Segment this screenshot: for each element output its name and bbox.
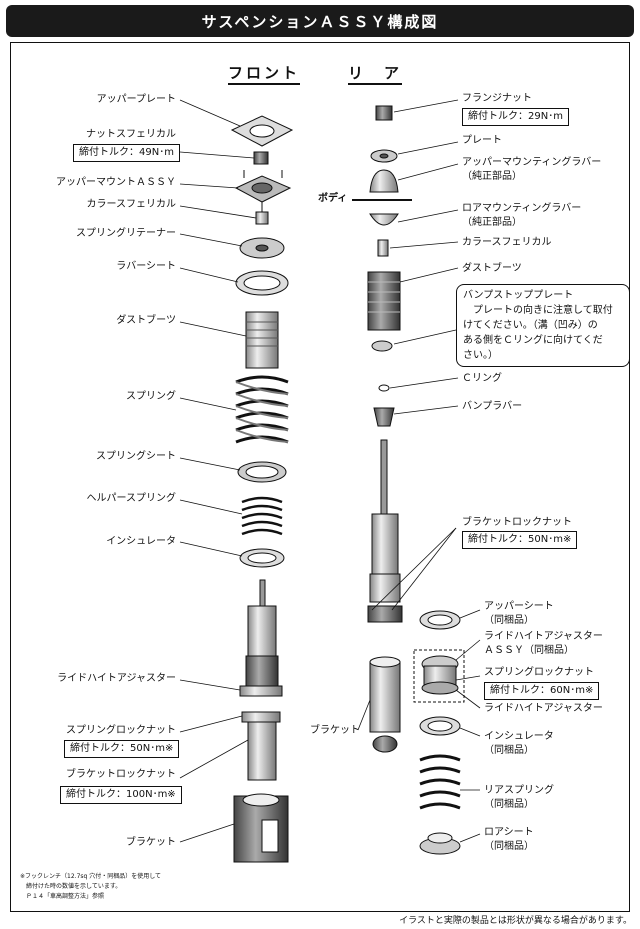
label-insulator-rear: インシュレータ [484,731,554,742]
torque-flange-nut: 締付トルク：29N･m [462,108,569,126]
label-spring-lock-nut-rear: スプリングロックナット [484,667,594,678]
label-insulator-front: インシュレータ [106,536,176,547]
rear-insulator [419,716,461,736]
label-c-ring: Ｃリング [462,373,502,384]
front-dust-boot [245,311,279,369]
front-insulator [239,548,285,568]
rear-lower-seat [419,832,461,855]
bump-stop-plate-note: バンプストッププレート プレートの向きに注意して取付 けてください。（溝（凹み）… [456,284,630,367]
bump-stop-plate-title: バンプストッププレート [463,290,574,301]
footnote-line-1: ※フックレンチ（12.7sq 穴付・同梱品）を使用して [20,873,162,880]
front-upper-mount [234,170,292,212]
rear-bump-rubber [373,407,395,427]
label-bracket-lock-nut-front: ブラケットロックナット [66,769,176,780]
leader-lines [179,99,481,843]
label-collar-spherical-front: カラースフェリカル [86,199,177,210]
label-upper-plate: アッパープレート [96,94,176,105]
torque-spring-lock-front: 締付トルク：50N･m※ [64,740,180,758]
label-bracket-lock-nut-rear: ブラケットロックナット [462,517,572,528]
torque-bracket-lock-rear: 締付トルク：50N･m※ [462,531,578,549]
label-lower-seat-sub: （同梱品） [484,841,534,852]
front-rubber-seat [235,270,289,296]
rear-spring [419,754,461,810]
bump-stop-note-line-2: けてください。（溝（凹み）の [463,320,598,331]
front-shock-body [239,579,283,781]
rear-collar-spherical [377,239,389,257]
rear-dust-boot [367,271,401,331]
label-bump-rubber: バンプラバー [462,401,523,412]
label-insulator-rear-sub: （同梱品） [484,745,534,756]
label-bracket-front: ブラケット [126,837,176,848]
rear-upper-seat [419,610,461,630]
rear-rha-assy [421,655,459,695]
label-ride-height-adjuster-rear: ライドハイトアジャスター [484,703,603,714]
label-upper-seat: アッパーシート [484,601,554,612]
torque-spring-lock-rear: 締付トルク：60N･m※ [484,682,600,700]
rear-upper-mounting-rubber [369,169,399,193]
diagram-frame [10,42,630,912]
label-rha-assy: ライドハイトアジャスター [484,631,603,642]
label-rubber-seat: ラバーシート [116,261,176,272]
bump-stop-note-line-1: プレートの向きに注意して取付 [473,305,613,316]
disclaimer: イラストと実際の製品とは形状が異なる場合があります。 [399,916,632,926]
label-ride-height-adjuster-front: ライドハイトアジャスター [57,673,176,684]
torque-nut-spherical: 締付トルク：49N･m [73,144,180,162]
label-rear-spring-sub: （同梱品） [484,799,534,810]
front-upper-plate [230,115,294,147]
footnote-line-3: Ｐ１４「車高調整方法」参照 [20,893,105,900]
label-rha-assy-sub: ＡＳＳＹ（同梱品） [484,645,574,656]
front-nut-spherical [253,151,269,165]
front-spring [235,375,289,444]
rear-flange-nut [375,105,393,121]
label-upper-mounting-rubber: アッパーマウンティングラバー [462,157,602,168]
front-collar-spherical [255,211,269,225]
label-dust-boot-front: ダストブーツ [116,315,176,326]
footnote: ※フックレンチ（12.7sq 穴付・同梱品）を使用して 締付けた時の数値を示して… [20,872,161,902]
label-plate: プレート [462,135,502,146]
label-upper-seat-sub: （同梱品） [484,615,534,626]
page-title: サスペンションＡＳＳＹ構成図 [6,5,634,37]
label-upper-mount-assy: アッパーマウントＡＳＳＹ [56,177,176,188]
rear-bump-stop-plate [371,340,393,352]
label-collar-spherical-rear: カラースフェリカル [462,237,552,248]
label-bracket-rear: ブラケット [310,725,360,736]
front-spring-retainer [239,237,285,259]
label-upper-mounting-rubber-sub: （純正部品） [462,171,522,182]
bump-stop-note-line-3: ある側をＣリングに向けてくだ [463,335,603,346]
label-rear-spring: リアスプリング [484,785,554,796]
torque-bracket-lock-front: 締付トルク：100N･m※ [60,786,182,804]
label-spring-front: スプリング [126,391,176,402]
front-helper-spring [241,496,283,536]
label-spring-retainer: スプリングリテーナー [76,228,176,239]
label-lower-mounting-rubber-sub: （純正部品） [462,217,522,228]
front-spring-seat [237,461,287,483]
front-heading: フロント [228,62,301,85]
rear-shock-body [367,439,403,753]
label-nut-spherical: ナットスフェリカル [86,129,176,140]
label-lower-seat: ロアシート [484,827,534,838]
rha-assy-group [413,649,465,703]
bump-stop-note-line-4: さい。） [463,350,498,361]
footnote-line-2: 締付けた時の数値を示しています。 [20,883,122,890]
label-spring-lock-nut-front: スプリングロックナット [66,725,176,736]
label-dust-boot-rear: ダストブーツ [462,263,522,274]
label-spring-seat: スプリングシート [96,451,176,462]
rear-heading: リ ア [348,62,403,85]
label-flange-nut: フランジナット [462,93,532,104]
rear-c-ring [378,384,390,392]
label-body: ボディ [318,193,348,204]
rear-plate [370,149,398,163]
label-lower-mounting-rubber: ロアマウンティングラバー [462,203,582,214]
front-bracket [233,793,289,863]
label-helper-spring: ヘルパースプリング [86,493,177,504]
rear-lower-mounting-rubber [369,213,399,226]
